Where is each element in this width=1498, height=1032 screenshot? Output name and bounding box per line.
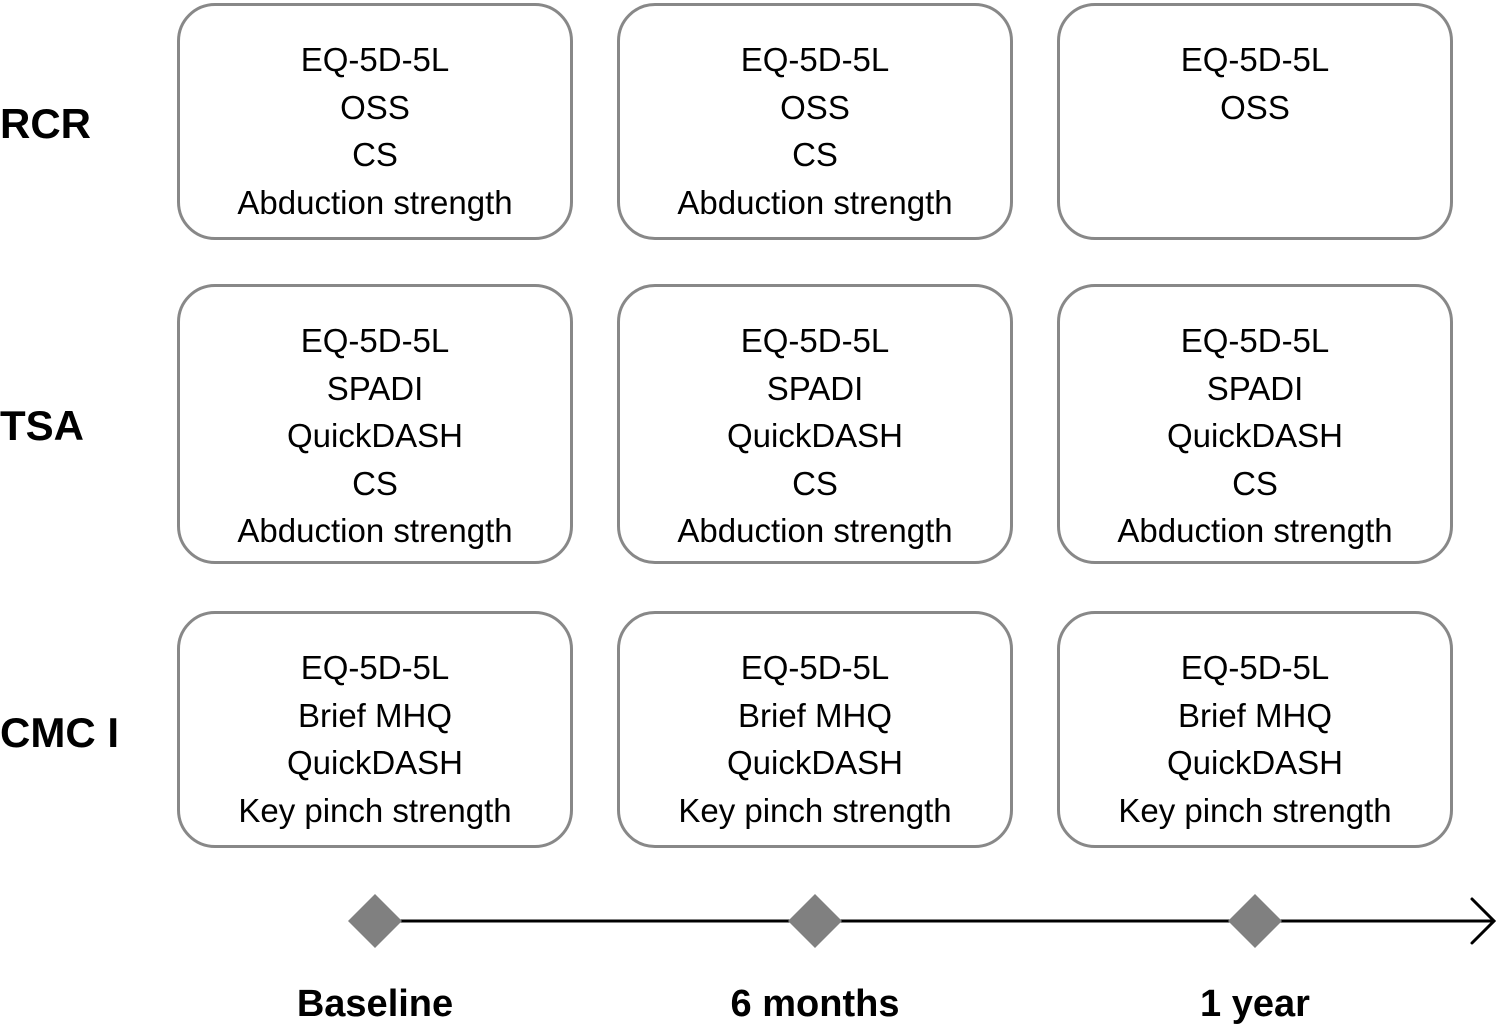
timepoint-marker-6-months: [788, 894, 842, 948]
measure-item: Abduction strength: [1117, 512, 1393, 549]
measure-item: Key pinch strength: [238, 791, 512, 829]
row-label-tsa: TSA: [0, 402, 84, 449]
measure-item: CS: [352, 136, 398, 173]
measure-item: EQ-5D-5L: [300, 322, 450, 359]
cmc-i-1-year-box: EQ-5D-5L Brief MHQ QuickDASH Key pinch s…: [1057, 611, 1453, 848]
measure-item: OSS: [780, 88, 850, 126]
measure-item: SPADI: [326, 369, 424, 407]
rcr-6-months-box: EQ-5D-5L OSS CS Abduction strength: [617, 3, 1013, 240]
measure-item: EQ-5D-5L: [300, 41, 450, 78]
timepoint-marker-1-year: [1228, 894, 1282, 948]
measure-item: Abduction strength: [677, 512, 953, 549]
timepoint-marker-baseline: [348, 894, 402, 948]
rcr-baseline-box: EQ-5D-5L OSS CS Abduction strength: [177, 3, 573, 240]
rcr-1-year-box: EQ-5D-5L OSS: [1057, 3, 1453, 240]
measure-item: EQ-5D-5L: [740, 322, 890, 359]
tsa-6-months-box: EQ-5D-5L SPADI QuickDASH CS Abduction st…: [617, 284, 1013, 564]
measure-item: CS: [792, 464, 838, 502]
timepoint-label-baseline: Baseline: [296, 983, 454, 1025]
cmc-i-baseline-box: EQ-5D-5L Brief MHQ QuickDASH Key pinch s…: [177, 611, 573, 848]
measure-item: CS: [352, 464, 398, 502]
measure-item: OSS: [1220, 88, 1290, 126]
tsa-1-year-box: EQ-5D-5L SPADI QuickDASH CS Abduction st…: [1057, 284, 1453, 564]
measure-item: Brief MHQ: [1177, 696, 1332, 734]
measure-item: QuickDASH: [1166, 744, 1344, 781]
measure-item: Key pinch strength: [1118, 791, 1392, 829]
measure-item: QuickDASH: [726, 417, 904, 454]
measure-item: Brief MHQ: [297, 696, 452, 734]
measure-item: OSS: [340, 88, 410, 126]
row-label-cmc-i: CMC I: [0, 709, 119, 756]
measure-item: QuickDASH: [1166, 417, 1344, 454]
timepoint-label-1-year: 1 year: [1200, 983, 1310, 1025]
measure-item: Brief MHQ: [737, 696, 892, 734]
measure-item: Abduction strength: [237, 512, 513, 549]
cmc-i-6-months-box: EQ-5D-5L Brief MHQ QuickDASH Key pinch s…: [617, 611, 1013, 848]
measure-item: QuickDASH: [286, 417, 464, 454]
measure-item: CS: [1232, 464, 1278, 502]
arrow-head-icon: [1470, 897, 1497, 945]
measure-item: QuickDASH: [726, 744, 904, 781]
measure-item: QuickDASH: [286, 744, 464, 781]
timepoint-label-6-months: 6 months: [730, 983, 900, 1025]
measure-item: SPADI: [766, 369, 864, 407]
measure-item: EQ-5D-5L: [1180, 41, 1330, 78]
tsa-baseline-box: EQ-5D-5L SPADI QuickDASH CS Abduction st…: [177, 284, 573, 564]
measure-item: SPADI: [1206, 369, 1304, 407]
measure-item: CS: [792, 136, 838, 173]
measure-item: Key pinch strength: [678, 791, 952, 829]
row-label-rcr: RCR: [0, 100, 91, 147]
measure-item: EQ-5D-5L: [740, 41, 890, 78]
measure-item: EQ-5D-5L: [300, 649, 450, 686]
measure-item: EQ-5D-5L: [1180, 322, 1330, 359]
measure-item: EQ-5D-5L: [740, 649, 890, 686]
measure-item: EQ-5D-5L: [1180, 649, 1330, 686]
measure-item: Abduction strength: [237, 183, 513, 221]
measure-item: Abduction strength: [677, 183, 953, 221]
